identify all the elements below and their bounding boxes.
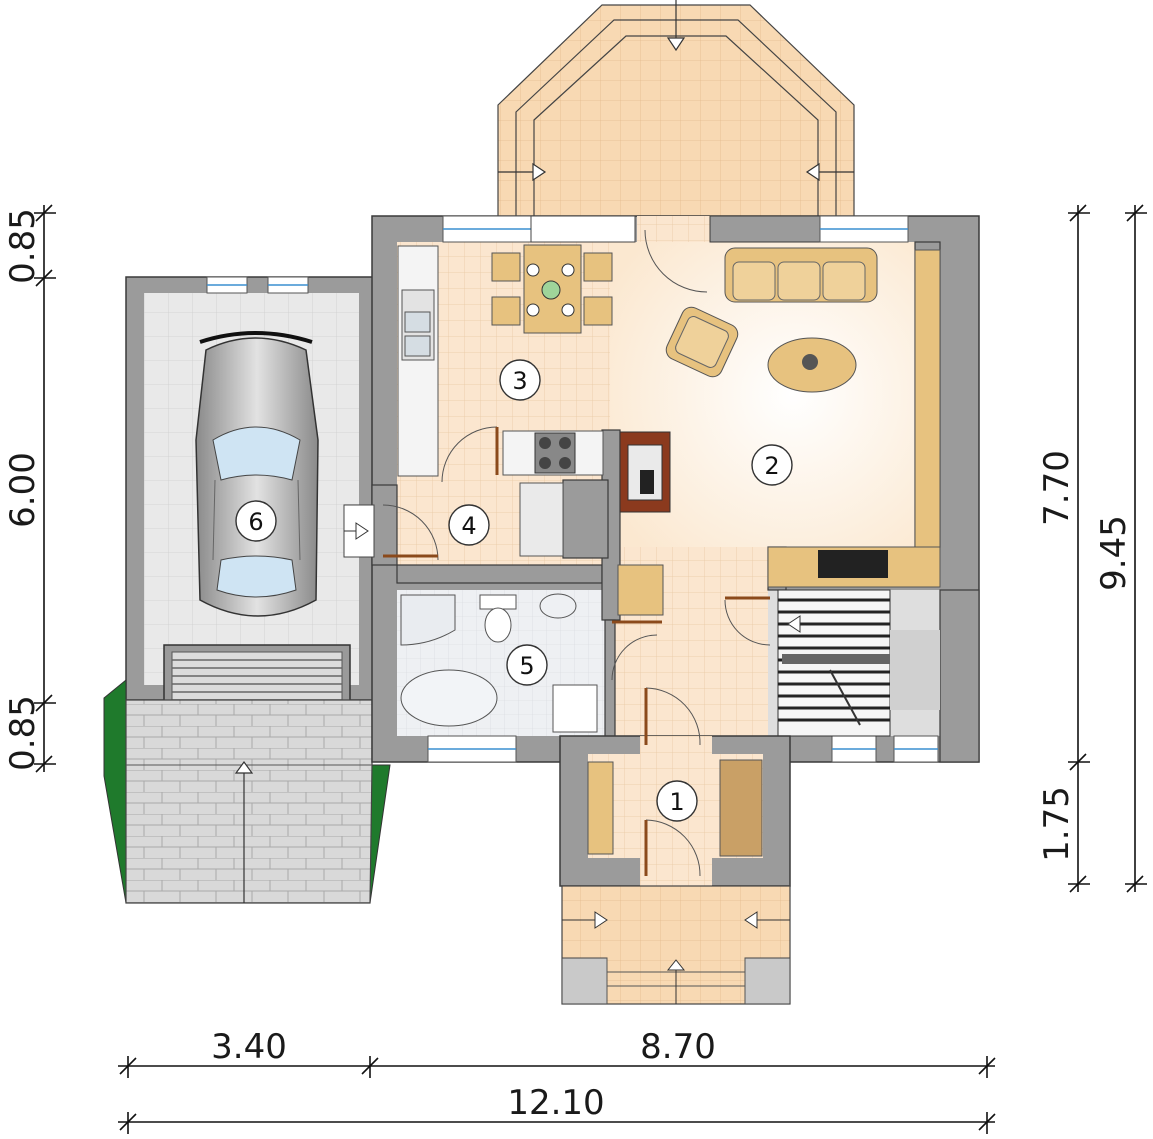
room-3-number: 3 [512, 367, 527, 395]
entry-arrow-icon [666, 37, 686, 52]
room-6-number: 6 [248, 508, 263, 536]
car-icon [195, 331, 319, 617]
sink-icon [539, 593, 577, 619]
dimension-right-upper: 7.70 [1037, 450, 1077, 526]
dimension-bottom-total: 12.10 [507, 1083, 604, 1123]
room-labels: 1 2 3 4 5 6 [235, 359, 793, 822]
dimension-left-bottom: 0.85 [3, 695, 43, 771]
washing-machine-icon [552, 684, 598, 733]
utility-room [343, 504, 439, 561]
room-2-number: 2 [764, 452, 779, 480]
bathtub-icon [400, 669, 498, 727]
dimension-left-top: 0.85 [3, 208, 43, 284]
windows [427, 215, 939, 763]
entry-arrow-icon [744, 911, 758, 929]
room-1-number: 1 [669, 788, 684, 816]
door-arrow-icon [355, 522, 369, 540]
dimension-left-middle: 6.00 [3, 452, 43, 528]
dimension-lines [34, 204, 1147, 1134]
staircase [777, 589, 940, 737]
room-3-label: 3 [499, 359, 541, 401]
armchair-icon [665, 306, 739, 378]
room-2-label: 2 [751, 444, 793, 486]
wardrobe-icon [617, 564, 664, 616]
washbasin-icon [400, 594, 456, 646]
room-6-label: 6 [235, 500, 277, 542]
driveway [103, 678, 391, 904]
room-5-number: 5 [519, 652, 534, 680]
living-room [619, 229, 941, 588]
room-4-label: 4 [448, 504, 490, 546]
dimension-bottom-right: 8.70 [640, 1027, 716, 1067]
garage [125, 276, 375, 726]
entry-arrow-icon [666, 959, 686, 971]
room-5-label: 5 [506, 644, 548, 686]
room-4-number: 4 [461, 512, 476, 540]
tv-icon [818, 550, 888, 578]
dimension-right-total: 9.45 [1094, 515, 1134, 591]
bay-terrace [497, 0, 855, 219]
entry-arrow-icon [532, 162, 547, 182]
hallway [617, 564, 771, 646]
kitchen [397, 244, 613, 557]
entry-porch [561, 885, 791, 1005]
entry-arrow-icon [805, 162, 820, 182]
toilet-icon [484, 607, 512, 643]
entry-arrow-icon [594, 911, 608, 929]
dimension-bottom-left: 3.40 [211, 1027, 287, 1067]
dining-table-icon [491, 244, 613, 334]
bathroom [400, 593, 662, 733]
dimension-labels: 3.40 8.70 12.10 0.85 6.00 0.85 7.70 1.75… [3, 208, 1134, 1123]
dimension-right-lower: 1.75 [1037, 786, 1077, 862]
room-1-label: 1 [656, 780, 698, 822]
driveway-arrow-icon [234, 760, 254, 774]
